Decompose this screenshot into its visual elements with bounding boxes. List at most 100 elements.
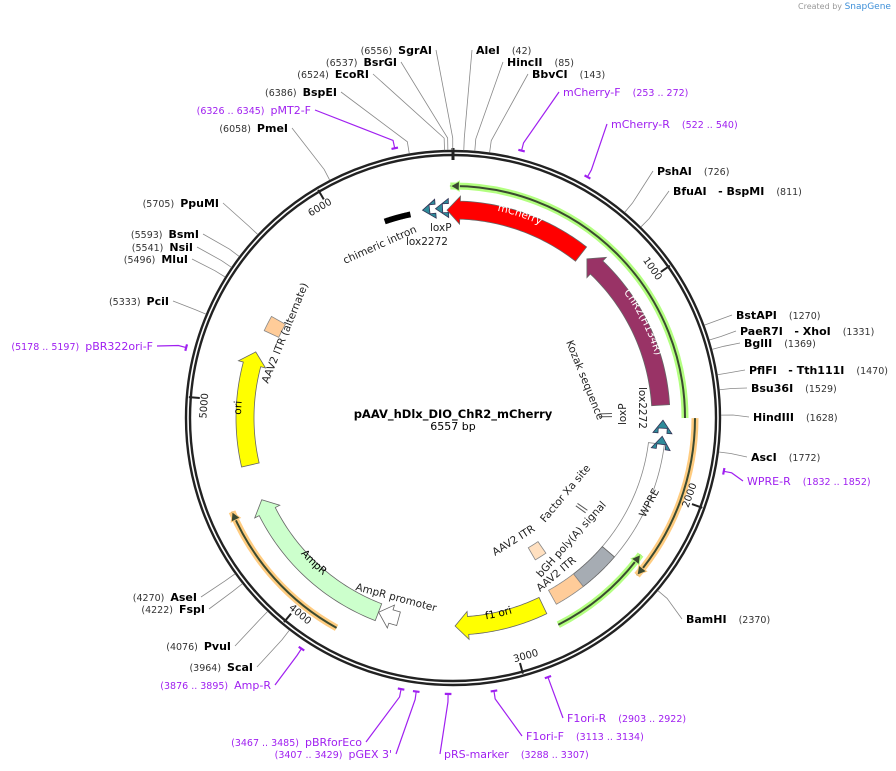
enzyme-label[interactable]: (5593)BsmI bbox=[131, 228, 199, 241]
primer-mark[interactable] bbox=[412, 689, 420, 694]
loxp-right-arrow[interactable] bbox=[650, 435, 671, 452]
primer-label[interactable]: (5178 .. 5197)pBR322ori-F bbox=[11, 340, 153, 353]
primer-mark[interactable] bbox=[544, 674, 552, 680]
enzyme-label[interactable]: BstAPI(1270) bbox=[736, 309, 820, 322]
primer-label[interactable]: mCherry-F(253 .. 272) bbox=[563, 86, 688, 99]
enzyme-name: HincII bbox=[507, 56, 543, 69]
loxp-left-arrow[interactable] bbox=[434, 197, 450, 219]
enzyme-label[interactable]: (5333)PciI bbox=[109, 295, 169, 308]
primer-label[interactable]: pRS-marker(3288 .. 3307) bbox=[444, 748, 589, 761]
feature-chr2-h134r-[interactable] bbox=[586, 256, 671, 407]
enzyme-label[interactable]: (6537)BsrGI bbox=[326, 56, 397, 69]
primer-name: mCherry-F bbox=[563, 86, 621, 99]
enzyme-label[interactable]: (6524)EcoRI bbox=[297, 68, 369, 81]
enzyme-position: (6386) bbox=[265, 88, 297, 99]
enzyme-name: SgrAI bbox=[398, 44, 432, 57]
enzyme-leader bbox=[191, 258, 226, 278]
orf-2[interactable] bbox=[557, 553, 642, 626]
enzyme-label[interactable]: (6058)PmeI bbox=[219, 122, 288, 135]
primer-label[interactable]: (3407 .. 3429)pGEX 3' bbox=[275, 748, 392, 761]
primer-range: (3407 .. 3429) bbox=[275, 750, 343, 761]
primer-mark[interactable] bbox=[584, 174, 591, 180]
enzyme-label[interactable]: (5541)NsiI bbox=[132, 241, 193, 254]
enzyme-label[interactable]: (4076)PvuI bbox=[166, 640, 231, 653]
enzyme-leader bbox=[200, 573, 236, 598]
enzyme-label[interactable]: (4270)AseI bbox=[133, 591, 197, 604]
enzyme-label[interactable]: Bsu36I(1529) bbox=[751, 382, 837, 395]
orf-1[interactable] bbox=[450, 185, 686, 418]
enzyme-leader bbox=[435, 49, 454, 151]
enzyme-label[interactable]: (5496)MluI bbox=[124, 253, 188, 266]
enzyme-label[interactable]: (6386)BspEI bbox=[265, 86, 337, 99]
primer-leader bbox=[547, 676, 564, 719]
enzyme-leader bbox=[340, 91, 410, 154]
aav2-itr-box[interactable] bbox=[548, 573, 584, 605]
enzyme-label[interactable]: PflFI - Tth111I(1470) bbox=[749, 364, 888, 377]
lox2272-left-arrow[interactable] bbox=[421, 198, 437, 219]
primer-label[interactable]: (6326 .. 6345)pMT2-F bbox=[197, 104, 311, 117]
aav2-itr-inner-box[interactable] bbox=[527, 541, 547, 561]
primer-mark[interactable] bbox=[490, 689, 498, 693]
primer-name: pRS-marker bbox=[444, 748, 509, 761]
primer-label[interactable]: (3876 .. 3895)Amp-R bbox=[160, 679, 271, 692]
enzyme-label[interactable]: BglII(1369) bbox=[744, 337, 816, 350]
feature-ampr[interactable] bbox=[253, 499, 383, 622]
primer-mark[interactable] bbox=[184, 344, 189, 352]
enzyme-name: AseI bbox=[170, 591, 197, 604]
enzyme-position: (6537) bbox=[326, 58, 358, 69]
lox2272-right-arrow[interactable] bbox=[652, 419, 673, 435]
enzyme-leader bbox=[717, 369, 746, 376]
enzyme-position: (1331) bbox=[843, 327, 875, 338]
tick-label: 5000 bbox=[198, 393, 211, 419]
primer-label[interactable]: F1ori-F(3113 .. 3134) bbox=[526, 730, 644, 743]
orf-1-arrowhead bbox=[449, 180, 460, 192]
enzyme-label[interactable]: (5705)PpuMI bbox=[143, 197, 219, 210]
enzyme-name: AscI bbox=[751, 451, 777, 464]
factor-xa-site-mark bbox=[575, 505, 586, 514]
enzyme-label[interactable]: HincII(85) bbox=[507, 56, 574, 69]
feature-ori[interactable] bbox=[235, 351, 267, 468]
enzyme-label[interactable]: PshAI(726) bbox=[657, 165, 729, 178]
primer-mark[interactable] bbox=[397, 687, 405, 691]
enzyme-label[interactable]: BbvCI(143) bbox=[532, 68, 605, 81]
primer-leader bbox=[586, 123, 608, 178]
enzyme-leader bbox=[372, 73, 445, 151]
chimeric-intron-bar[interactable] bbox=[383, 211, 412, 225]
aav2-itr-alternate-box[interactable] bbox=[263, 315, 286, 338]
enzyme-label[interactable]: (3964)ScaI bbox=[189, 661, 253, 674]
primer-label[interactable]: (3467 .. 3485)pBRforEco bbox=[231, 736, 362, 749]
primer-name: pMT2-F bbox=[271, 104, 312, 117]
enzyme-label[interactable]: HindIII(1628) bbox=[753, 411, 838, 424]
enzyme-label[interactable]: AleI(42) bbox=[476, 44, 531, 57]
enzyme-leader bbox=[709, 330, 737, 341]
enzyme-position: (1270) bbox=[789, 311, 821, 322]
enzyme-label[interactable]: (6556)SgrAI bbox=[361, 44, 432, 57]
enzyme-label[interactable]: BamHI(2370) bbox=[686, 613, 770, 626]
enzyme-leader bbox=[208, 583, 243, 610]
primer-name: F1ori-F bbox=[526, 730, 564, 743]
ampr-promoter-arrow[interactable] bbox=[378, 604, 401, 629]
feature-mcherry[interactable] bbox=[446, 195, 588, 262]
orf-3[interactable] bbox=[636, 418, 696, 576]
primer-range: (3467 .. 3485) bbox=[231, 738, 299, 749]
enzyme-label[interactable]: PaeR7I - XhoI(1331) bbox=[740, 325, 874, 338]
enzyme-label[interactable]: BfuAI - BspMI(811) bbox=[673, 185, 802, 198]
primer-label[interactable]: F1ori-R(2903 .. 2922) bbox=[567, 712, 686, 725]
enzyme-name: PmeI bbox=[257, 122, 288, 135]
primer-mark[interactable] bbox=[722, 467, 726, 475]
enzyme-name: BsmI bbox=[169, 228, 200, 241]
tick-mark bbox=[660, 264, 671, 273]
primer-label[interactable]: mCherry-R(522 .. 540) bbox=[611, 118, 738, 131]
primer-mark[interactable] bbox=[518, 148, 526, 153]
enzyme-position: (726) bbox=[704, 167, 730, 178]
enzyme-label[interactable]: (4222)FspI bbox=[141, 603, 205, 616]
primer-leader bbox=[274, 648, 302, 686]
primer-mark[interactable] bbox=[391, 146, 399, 151]
bgh-polya-box[interactable] bbox=[572, 545, 615, 588]
feature-f1-ori[interactable] bbox=[454, 596, 548, 641]
orf-4[interactable] bbox=[231, 511, 338, 629]
enzyme-label[interactable]: AscI (1772) bbox=[751, 451, 820, 464]
enzyme-position: (1772) bbox=[789, 453, 821, 464]
primer-mark[interactable] bbox=[298, 645, 305, 652]
primer-label[interactable]: WPRE-R(1832 .. 1852) bbox=[747, 475, 871, 488]
